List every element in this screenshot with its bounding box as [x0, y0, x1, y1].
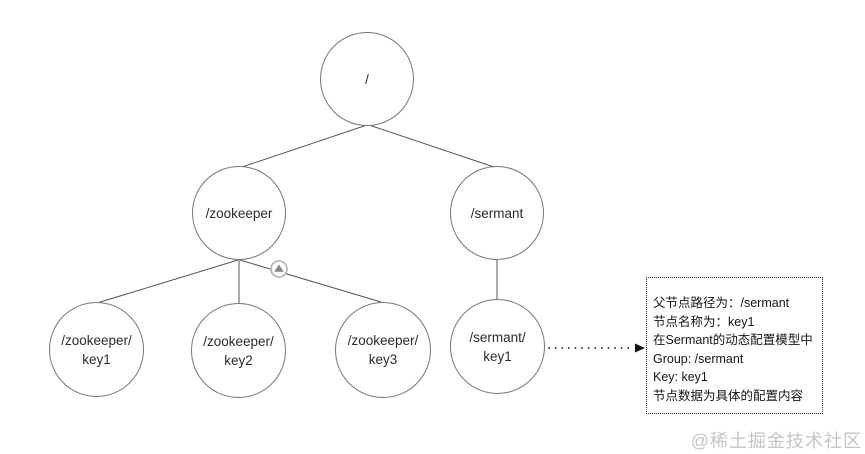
annotation-line-node-name: 节点名称为：key1 [653, 314, 755, 329]
node-label-line2: key1 [483, 348, 512, 364]
annotation-line-key: Key: key1 [653, 370, 708, 384]
dotted-arrow [548, 343, 645, 353]
node-sermant: /sermant [450, 166, 544, 260]
annotation-line-data-note: 节点数据为具体的配置内容 [653, 388, 804, 403]
node-label-line1: /zookeeper/ [203, 333, 274, 349]
node-zookeeper-key1: /zookeeper/ key1 [49, 302, 144, 397]
arrowhead-icon [635, 343, 645, 353]
node-label-line1: /zookeeper/ [61, 332, 132, 348]
node-zookeeper-key3: /zookeeper/ key3 [335, 302, 431, 398]
node-label: /zookeeper [205, 205, 273, 221]
edge-zookeeper-key3 [239, 259, 382, 303]
node-label-line1: /sermant/ [469, 329, 526, 345]
edge-root-sermant [368, 124, 495, 168]
node-zookeeper: /zookeeper [192, 166, 286, 260]
triangle-handle-icon [270, 260, 288, 278]
annotation-line-parent-path: 父节点路径为：/sermant [653, 296, 790, 310]
node-zookeeper-key2: /zookeeper/ key2 [191, 303, 286, 398]
node-root: / [320, 32, 414, 126]
annotation-line-model-note: 在Sermant的动态配置模型中 [653, 333, 813, 347]
edge-zookeeper-key1 [96, 259, 239, 304]
node-label: / [365, 71, 369, 87]
node-label-line2: key2 [224, 352, 253, 368]
node-label-line2: key3 [368, 352, 398, 367]
annotation-box: 父节点路径为：/sermant 节点名称为：key1 在Sermant的动态配置… [646, 277, 823, 414]
edge-root-zookeeper [241, 124, 368, 168]
node-label-line2: key1 [82, 351, 111, 367]
annotation-line-group: Group: /sermant [653, 351, 744, 366]
node-sermant-key1: /sermant/ key1 [450, 299, 545, 394]
node-label: /sermant [470, 205, 524, 221]
watermark: @稀土掘金技术社区 [690, 431, 862, 451]
node-label-line1: /zookeeper/ [347, 333, 419, 348]
